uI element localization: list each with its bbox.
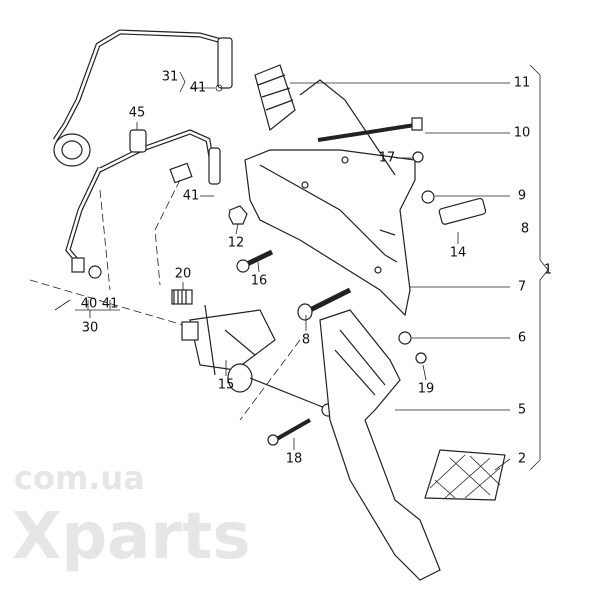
clutch-pedal (319, 309, 441, 581)
watermark-domain: com.ua (14, 459, 145, 497)
callout-15: 15 (217, 377, 235, 393)
hydraulic-line-lower (65, 129, 221, 264)
nut-17 (412, 151, 424, 163)
pedal-bracket (244, 79, 416, 317)
callout-30: 30 (81, 320, 99, 336)
callout-19: 19 (417, 381, 435, 397)
bolt-8 (297, 287, 352, 321)
bolt-10 (317, 117, 423, 142)
connector-40 (71, 257, 85, 273)
connector-41 (88, 265, 102, 279)
callout-41: 41 (189, 80, 207, 96)
callout-5: 5 (517, 402, 527, 418)
callout-6: 6 (517, 330, 527, 346)
nut-9 (421, 190, 435, 204)
bolt-18 (267, 418, 311, 446)
rubber-boot-11 (254, 64, 296, 132)
callout-7: 7 (517, 279, 527, 295)
callout-8: 8 (301, 332, 311, 348)
hydraulic-line-upper (52, 29, 233, 142)
leader-lines (54, 64, 549, 471)
callout-45: 45 (128, 105, 146, 121)
damper (53, 133, 91, 167)
nut-12 (228, 205, 248, 225)
callout-8: 8 (520, 221, 530, 237)
sensor-14 (438, 197, 487, 225)
callout-41: 41 (182, 188, 200, 204)
master-cylinder (181, 304, 335, 417)
spring-20 (171, 289, 193, 305)
washer-41-icon (215, 84, 223, 92)
pedal-pad (424, 449, 506, 501)
callout-16: 16 (250, 273, 268, 289)
clip-19 (415, 352, 427, 364)
callout-14: 14 (449, 245, 467, 261)
callout-1: 1 (543, 262, 553, 278)
callout-18: 18 (285, 451, 303, 467)
callout-12: 12 (227, 235, 245, 251)
callout-9: 9 (517, 188, 527, 204)
callout-31: 31 (161, 69, 179, 85)
washer-6 (398, 331, 412, 345)
callout-40: 40 (80, 296, 98, 312)
callout-11: 11 (513, 75, 531, 91)
callout-17: 17 (378, 150, 396, 166)
clip-45 (129, 129, 147, 153)
callout-2: 2 (517, 451, 527, 467)
bolt-16 (236, 249, 274, 273)
spring-upper (169, 162, 193, 184)
callout-41: 41 (101, 296, 119, 312)
callout-20: 20 (174, 266, 192, 282)
callout-10: 10 (513, 125, 531, 141)
watermark-brand: Xparts (12, 500, 251, 574)
